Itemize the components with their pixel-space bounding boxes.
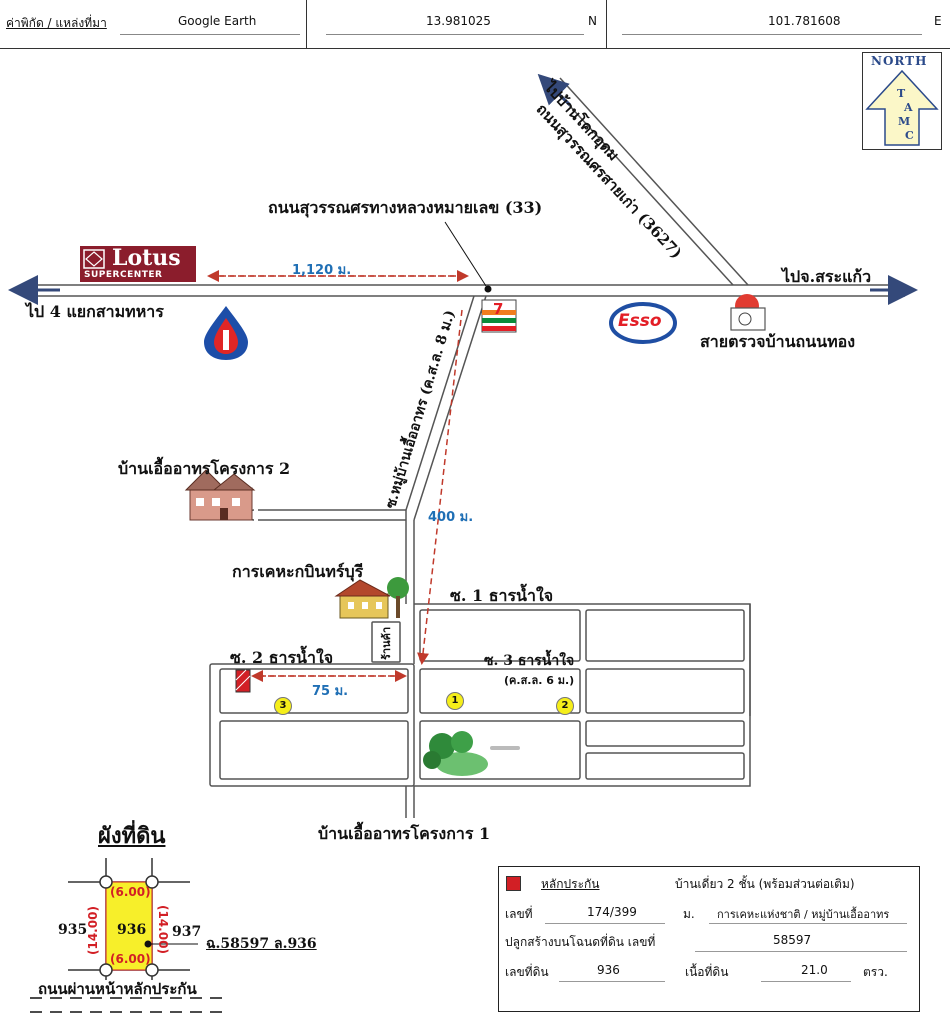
- esso-logo-icon: [609, 302, 677, 344]
- latitude-value: 13.981025: [426, 14, 491, 28]
- label-soi-3-sub: (ค.ส.ล. 6 ม.): [504, 674, 575, 687]
- label-soi-2: ซ. 2 ธารน้ำใจ: [230, 648, 334, 667]
- label-soi-3: ซ. 3 ธารน้ำใจ: [484, 653, 575, 669]
- park-trees-icon: [423, 731, 520, 776]
- legend-no-label: เลขที่: [505, 907, 533, 921]
- plot-deed: ฉ.58597 ล.936: [206, 936, 317, 952]
- seven-eleven-logo-icon: [481, 299, 517, 333]
- north-label: NORTH: [871, 54, 928, 68]
- road-blocks: [209, 603, 751, 818]
- land-plot-diagram: [30, 858, 228, 1013]
- distance-lotus: 1,120 ม.: [292, 263, 352, 278]
- legend-key-label: หลักประกัน: [541, 877, 600, 891]
- plot-bottom-width: (6.00): [110, 952, 151, 966]
- legend-no-value: 174/399: [587, 905, 637, 919]
- label-project2: บ้านเอื้ออาทรโครงการ 2: [118, 459, 291, 478]
- esso-text: Esso: [618, 311, 662, 331]
- legend-house-type: บ้านเดี่ยว 2 ชั้น (พร้อมส่วนต่อเติม): [675, 877, 855, 891]
- label-soi-1: ซ. 1 ธารน้ำใจ: [450, 586, 554, 605]
- police-box-icon: [730, 294, 766, 331]
- legend-built-label: ปลูกสร้างบนโฉนดที่ดิน เลขที่: [505, 935, 656, 949]
- marker-3: 3: [274, 697, 292, 715]
- marker-1: 1: [446, 692, 464, 710]
- distance-400: 400 ม.: [428, 510, 474, 525]
- source-value: Google Earth: [178, 14, 257, 28]
- label-housing-office: การเคหะกบินทร์บุรี: [232, 562, 364, 581]
- legend-area-label: เนื้อที่ดิน: [685, 965, 729, 979]
- north-arrow-icon: [865, 69, 939, 146]
- legend-collateral-swatch: [506, 876, 521, 891]
- legend-moo-value: การเคหะแห่งชาติ / หมู่บ้านเอื้ออาทร: [717, 908, 890, 921]
- lotus-sub: SUPERCENTER: [84, 270, 163, 280]
- highway-33: [22, 284, 905, 297]
- legend-area-unit: ตรว.: [863, 965, 888, 979]
- distance-line-400: [417, 309, 463, 665]
- distance-75: 75 ม.: [312, 684, 349, 699]
- coord-label: ค่าพิกัด / แหล่งที่มา: [6, 16, 107, 30]
- project2-house-icon: [184, 469, 256, 521]
- label-police-box: สายตรวจบ้านถนนทอง: [700, 332, 856, 351]
- legend-area-value: 21.0: [801, 963, 828, 977]
- lotus-logo-icon: [80, 246, 196, 282]
- plot-left-length: (14.00): [86, 906, 100, 955]
- label-to-sakaeo: ไปจ.สระแก้ว: [782, 267, 872, 286]
- marker-2: 2: [556, 697, 574, 715]
- plot-title: ผังที่ดิน: [98, 823, 166, 849]
- label-project1: บ้านเอื้ออาทรโครงการ 1: [318, 824, 491, 843]
- label-to-sam-thahan: ไป 4 แยกสามทหาร: [26, 302, 164, 321]
- latitude-dir: N: [588, 14, 597, 28]
- label-shop: ร้านค้า: [380, 626, 393, 660]
- plot-top-width: (6.00): [110, 885, 151, 899]
- header-cell-source: ค่าพิกัด / แหล่งที่มา Google Earth: [0, 0, 307, 48]
- seven-eleven-text: 7: [493, 300, 504, 318]
- label-highway-33: ถนนสุวรรณศรทางหลวงหมายเลข (33): [268, 198, 543, 217]
- legend-built-value: 58597: [773, 933, 812, 947]
- coordinate-header: ค่าพิกัด / แหล่งที่มา Google Earth 13.98…: [0, 0, 950, 49]
- plot-right-length: (14.00): [156, 905, 170, 954]
- legend-land-no-value: 936: [597, 963, 620, 977]
- housing-office-icon: [334, 577, 409, 619]
- ptt-logo-icon: [204, 306, 248, 360]
- legend-moo-label: ม.: [683, 907, 695, 921]
- soi-village-road: [258, 295, 487, 604]
- legend-land-no-label: เลขที่ดิน: [505, 965, 549, 979]
- longitude-dir: E: [934, 14, 942, 28]
- plot-left-number: 935: [58, 922, 88, 938]
- plot-right-number: 937: [172, 924, 202, 940]
- collateral-marker: [235, 669, 251, 693]
- lotus-name: Lotus: [112, 245, 181, 271]
- plot-road-label: ถนนผ่านหน้าหลักประกัน: [38, 980, 197, 998]
- plot-center-number: 936: [117, 922, 147, 938]
- header-cell-lat: 13.981025 N: [306, 0, 607, 48]
- road-3627: [547, 77, 749, 286]
- header-cell-lon: 101.781608 E: [606, 0, 950, 48]
- north-arrow: NORTH T A M C: [862, 52, 942, 150]
- arrow-northwest: [537, 73, 572, 107]
- legend-box: หลักประกัน บ้านเดี่ยว 2 ชั้น (พร้อมส่วนต…: [498, 866, 920, 1012]
- longitude-value: 101.781608: [768, 14, 841, 28]
